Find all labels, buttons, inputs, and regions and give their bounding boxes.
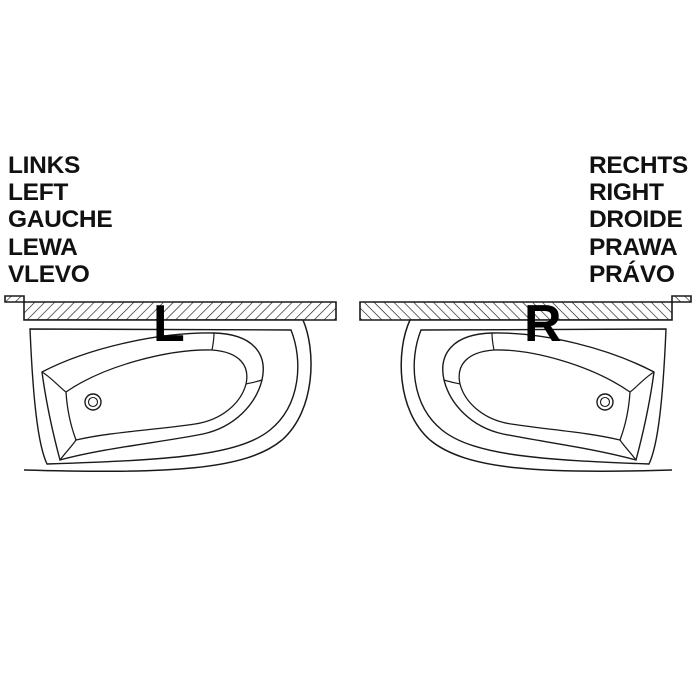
right-drain-inner bbox=[599, 396, 611, 408]
left-label-2: LEFT bbox=[8, 179, 69, 207]
left-label-5: VLEVO bbox=[8, 260, 90, 288]
right-tub-headrest-line bbox=[443, 332, 655, 461]
left-orientation-labels-visible: LINKS LEFT GAUCHE LEWA VLEVO bbox=[8, 152, 113, 288]
right-tub-basin-floor bbox=[458, 349, 631, 441]
right-label-4: PRAWA bbox=[589, 233, 678, 261]
left-drain-inner bbox=[87, 396, 99, 408]
right-label-5: PRÁVO bbox=[589, 260, 675, 288]
left-installation-plan bbox=[4, 295, 337, 473]
left-tub-basin-floor bbox=[65, 349, 248, 441]
left-label-1: LINKS bbox=[8, 152, 81, 179]
left-orientation-letter: L bbox=[153, 295, 185, 353]
right-orientation-labels-visible: RECHTS RIGHT DROIDE PRAWA PRÁVO bbox=[589, 152, 688, 288]
left-label-4: LEWA bbox=[8, 233, 78, 261]
right-label-2: RIGHT bbox=[589, 179, 664, 207]
right-label-3: DROIDE bbox=[589, 206, 683, 234]
left-tub-headrest-line bbox=[41, 332, 263, 461]
left-label-3: GAUCHE bbox=[8, 206, 113, 234]
right-installation-plan bbox=[359, 295, 692, 473]
right-orientation-letter: R bbox=[524, 295, 562, 353]
right-label-1: RECHTS bbox=[589, 152, 688, 179]
